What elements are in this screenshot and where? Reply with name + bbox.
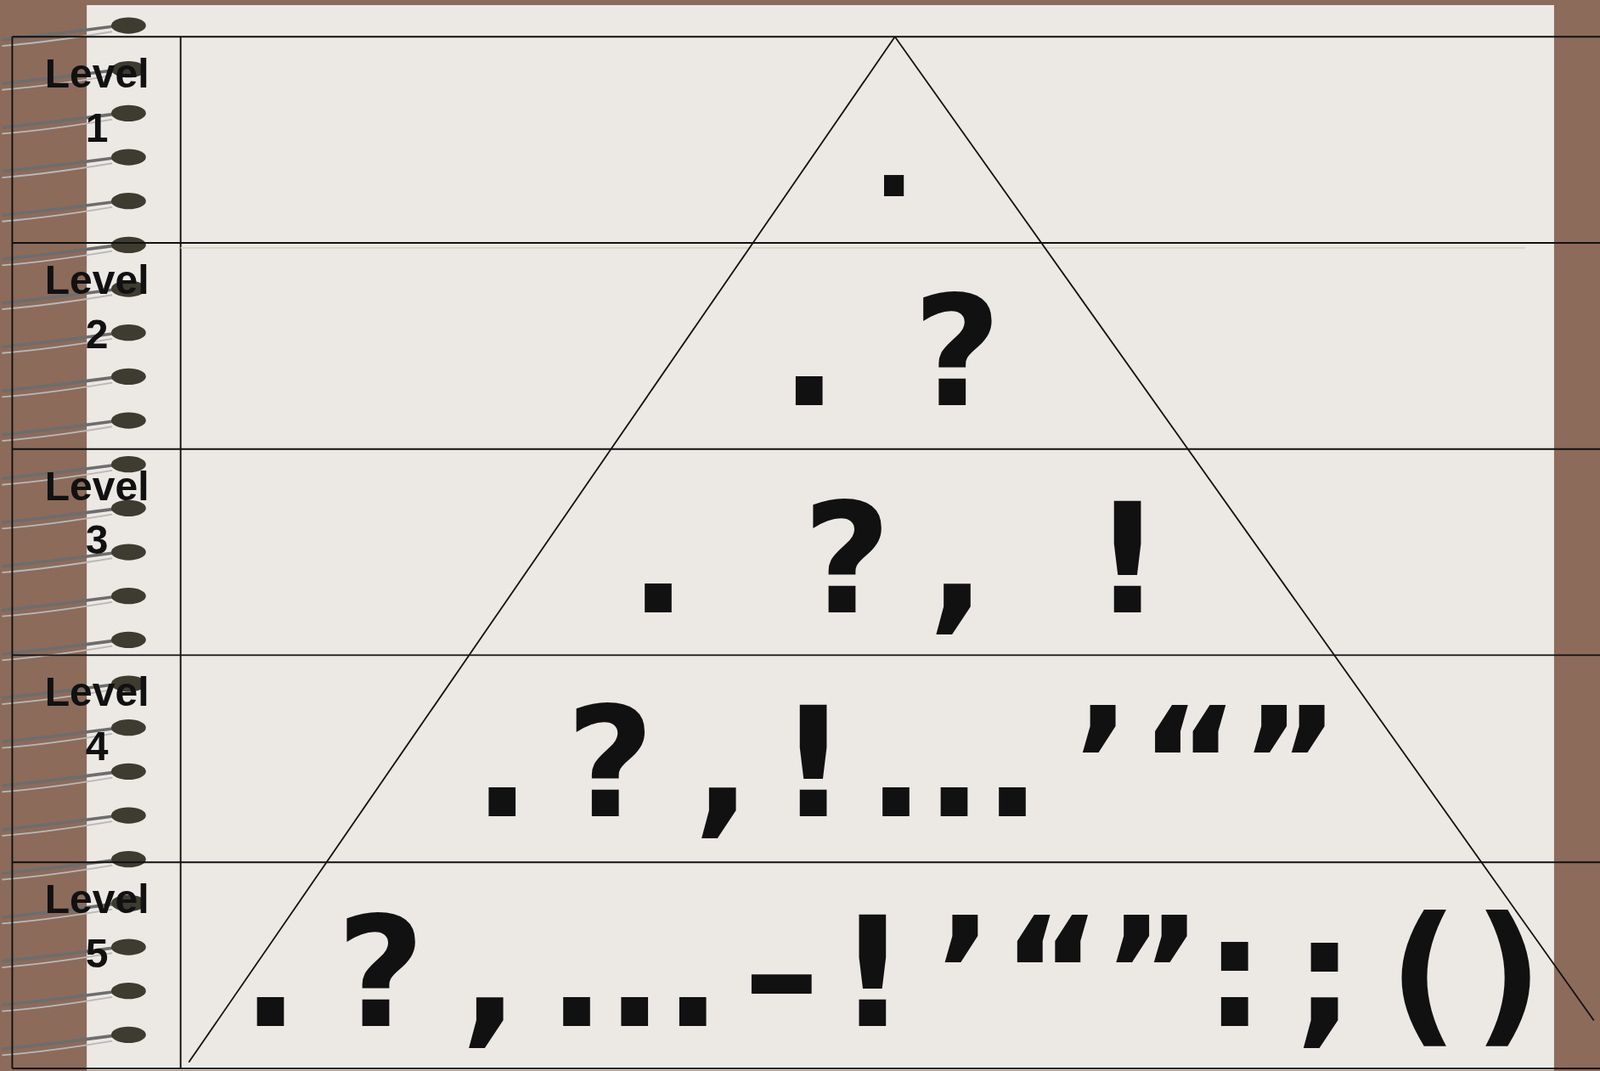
spiral-hole [111, 938, 147, 955]
spiral-wire-highlight [1, 207, 113, 222]
level-band: Level 1. [11, 36, 1600, 243]
punctuation-mark: ... [547, 895, 722, 1049]
paper [86, 5, 1555, 1071]
level-band: Level 4.?,!...’“” [11, 654, 1600, 862]
spiral-hole [111, 719, 147, 736]
spiral-wire-highlight [1, 777, 113, 793]
spiral-hole [111, 543, 147, 560]
spiral-hole [111, 587, 147, 604]
spiral-wire-highlight [1, 426, 113, 441]
punctuation-mark: “” [1001, 895, 1203, 1049]
spiral-wire-highlight [1, 383, 113, 398]
spiral-hole [111, 850, 147, 868]
spiral-hole [111, 1026, 147, 1043]
faint-rule [180, 247, 1527, 249]
punctuation-mark: ’ [935, 895, 993, 1049]
punctuation-mark: ! [837, 895, 908, 1049]
level-label: Level 2 [32, 253, 161, 361]
spiral-wire-highlight [1, 163, 113, 178]
grid-lines [11, 36, 1600, 1069]
spiral-wire-highlight [1, 31, 113, 46]
punctuation-mark: : [1204, 895, 1266, 1049]
punctuation-mark: ? [336, 895, 426, 1049]
spiral-hole [111, 982, 147, 999]
level-label: Level 3 [32, 459, 161, 568]
spiral-hole [111, 192, 147, 209]
punctuation-mark: ... [867, 687, 1042, 840]
spiral-hole [111, 631, 147, 648]
spiral-hole [111, 806, 147, 823]
level-band: Level 5.?,...–!’“”:;() [11, 861, 1600, 1069]
spiral-hole [111, 411, 147, 429]
punctuation-mark: . [241, 895, 299, 1049]
punctuation-mark: . [780, 276, 839, 429]
punctuation-mark: ’ [1072, 687, 1131, 840]
spiral-hole [111, 368, 147, 385]
punctuation-mark: ! [1092, 482, 1163, 636]
punctuation-mark: ) [1473, 895, 1544, 1049]
spiral-wire-highlight [1, 1041, 113, 1056]
punctuation-mark: , [461, 895, 519, 1049]
punctuation-mark: ; [1294, 895, 1356, 1049]
spiral-wire-highlight [1, 997, 113, 1012]
punctuation-mark: , [692, 687, 751, 840]
spiral-hole [111, 105, 147, 122]
pyramid-triangle [188, 36, 1595, 1063]
punctuation-mark: . [629, 482, 688, 636]
punctuation-mark: ( [1388, 895, 1459, 1049]
punctuation-mark: ? [802, 482, 892, 636]
level-label: Level 5 [32, 872, 161, 981]
spiral-wire-highlight [1, 821, 113, 836]
spiral-hole [111, 763, 147, 780]
level-band: Level 2.? [11, 242, 1600, 450]
spiral-wire-highlight [1, 602, 113, 617]
level-label: Level 4 [32, 664, 161, 773]
spiral-hole [111, 324, 147, 341]
punctuation-mark: . [872, 101, 915, 214]
punctuation-mark: ? [912, 276, 1003, 429]
spiral-wire-highlight [1, 646, 113, 661]
level-label: Level 1 [32, 46, 161, 155]
spiral-hole [111, 16, 147, 34]
punctuation-mark: – [743, 895, 820, 1049]
punctuation-mark: . [473, 687, 531, 840]
punctuation-mark: , [928, 482, 986, 636]
spiral-hole [111, 236, 147, 254]
punctuation-mark: ? [565, 687, 655, 840]
punctuation-mark: ! [778, 687, 849, 840]
punctuation-mark: “” [1138, 687, 1341, 840]
level-band: Level 3.?,! [11, 449, 1600, 656]
spiral-hole [111, 148, 147, 165]
